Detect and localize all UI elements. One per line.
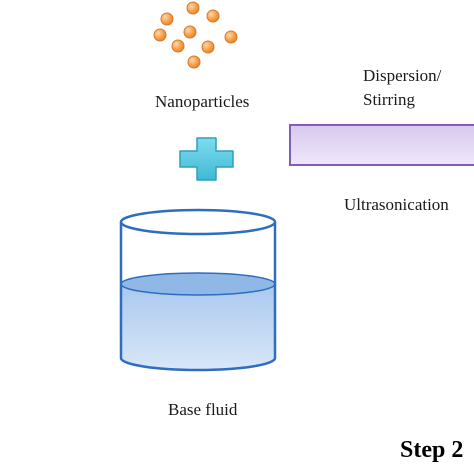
nanoparticle: [183, 25, 197, 39]
base-fluid-label: Base fluid: [168, 400, 238, 419]
ultrasonication-label: Ultrasonication: [344, 195, 449, 214]
nanoparticle: [206, 9, 220, 23]
liquid-surface: [120, 272, 276, 296]
nanoparticles-label: Nanoparticles: [155, 92, 250, 111]
nanoparticle-cluster: [153, 1, 238, 69]
step-label: Step 2: [400, 437, 464, 463]
stirring-line: Stirring: [363, 90, 415, 109]
liquid-body: [121, 284, 275, 370]
beaker-rim: [119, 208, 277, 236]
nanoparticle: [186, 1, 200, 15]
nanoparticle: [224, 30, 238, 44]
plus-icon: [179, 137, 234, 181]
mixing-bar: [289, 124, 474, 166]
nanoparticle: [187, 55, 201, 69]
nanoparticle: [153, 28, 167, 42]
nanoparticle: [160, 12, 174, 26]
dispersion-line: Dispersion/: [363, 66, 442, 85]
nanoparticle: [201, 40, 215, 54]
nanoparticle: [171, 39, 185, 53]
beaker-icon: [119, 208, 277, 372]
dispersion-label: Dispersion/ Stirring: [363, 64, 441, 112]
